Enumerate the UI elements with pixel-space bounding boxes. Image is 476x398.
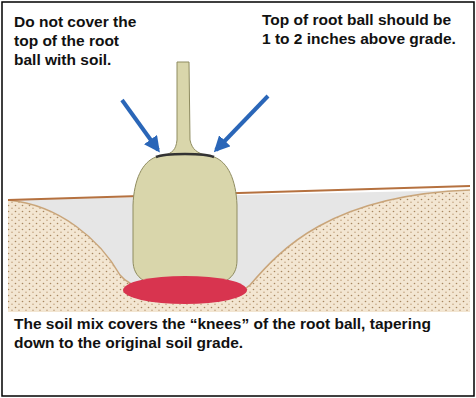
soil-pad xyxy=(123,276,247,304)
note-text: Top of root ball should be 1 to 2 inches… xyxy=(262,10,460,48)
grade-line xyxy=(8,186,470,200)
note-text: Do not cover the top of the root ball wi… xyxy=(14,12,146,69)
pointer-arrow xyxy=(216,96,268,150)
root-ball-top xyxy=(156,154,214,157)
pit-edge xyxy=(8,190,470,297)
note-text: The soil mix covers the “knees” of the r… xyxy=(14,314,462,352)
root-ball xyxy=(133,62,237,288)
soil-mix xyxy=(8,190,470,297)
native-soil xyxy=(8,190,470,312)
pointer-arrow xyxy=(122,100,158,150)
